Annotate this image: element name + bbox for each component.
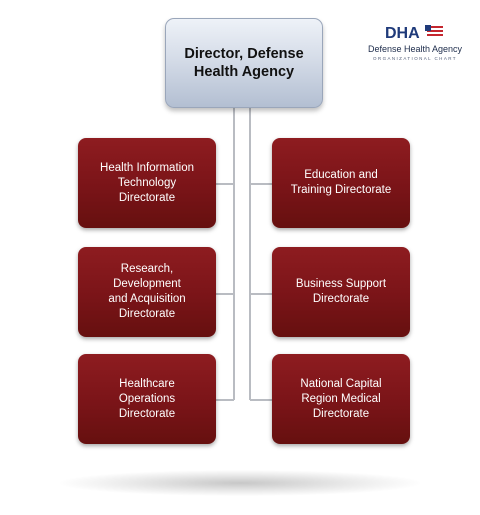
- connector-right-1: [250, 183, 272, 185]
- connector-left-3: [216, 399, 234, 401]
- connector-right-2: [250, 293, 272, 295]
- dha-logo: DHA Defense Health Agency ORGANIZATIONAL…: [360, 22, 470, 72]
- directorate-rda: Research, Development and Acquisition Di…: [78, 247, 216, 337]
- directorate-ncr-medical: National Capital Region Medical Director…: [272, 354, 410, 444]
- directorate-healthcare-operations: Healthcare Operations Directorate: [78, 354, 216, 444]
- trunk-line-left: [233, 106, 235, 400]
- directorate-label: Research, Development and Acquisition Di…: [108, 263, 186, 320]
- floor-shadow: [60, 470, 420, 496]
- directorate-label: Business Support Directorate: [295, 278, 387, 305]
- directorate-label: Health Information Technology Directorat…: [100, 161, 194, 204]
- director-box: Director, Defense Health Agency: [165, 18, 323, 108]
- agency-name: Defense Health Agency: [367, 44, 463, 54]
- chart-subtitle: ORGANIZATIONAL CHART: [373, 56, 457, 61]
- trunk-line-right: [249, 106, 251, 400]
- connector-left-1: [216, 183, 234, 185]
- directorate-label: Education and Training Directorate: [290, 169, 392, 196]
- directorate-label: National Capital Region Medical Director…: [300, 377, 382, 420]
- directorate-health-it: Health Information Technology Directorat…: [78, 138, 216, 228]
- connector-left-2: [216, 293, 234, 295]
- svg-text:DHA: DHA: [385, 25, 420, 42]
- dha-logo-icon: DHA: [385, 25, 443, 42]
- connector-right-3: [250, 399, 272, 401]
- director-label: Director, Defense Health Agency: [184, 46, 304, 80]
- directorate-business-support: Business Support Directorate: [272, 247, 410, 337]
- directorate-label: Healthcare Operations Directorate: [118, 377, 176, 420]
- flag-icon: [425, 25, 443, 36]
- directorate-education-training: Education and Training Directorate: [272, 138, 410, 228]
